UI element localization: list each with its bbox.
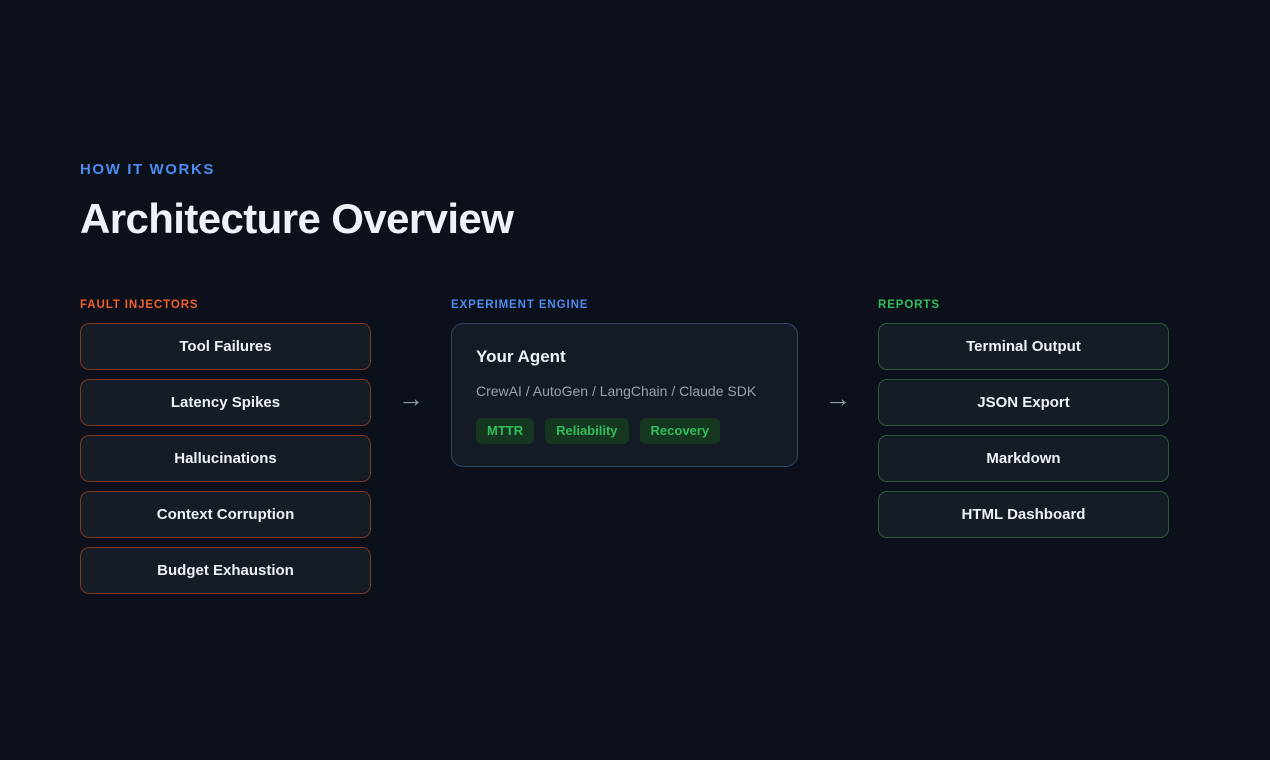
- arrow-engine-to-reports: →: [798, 298, 878, 473]
- fault-card-budget-exhaustion[interactable]: Budget Exhaustion: [80, 547, 371, 594]
- fault-card-label: Hallucinations: [174, 450, 277, 467]
- report-card-label: Markdown: [986, 450, 1061, 467]
- fault-card-label: Budget Exhaustion: [157, 562, 294, 579]
- engine-metric-badges: MTTR Reliability Recovery: [476, 418, 773, 444]
- metric-badge-mttr[interactable]: MTTR: [476, 418, 535, 444]
- report-card-label: HTML Dashboard: [961, 506, 1086, 523]
- fault-card-latency-spikes[interactable]: Latency Spikes: [80, 379, 371, 426]
- arrow-faults-to-engine: →: [371, 298, 451, 473]
- page-title: Architecture Overview: [80, 195, 514, 242]
- fault-card-label: Tool Failures: [179, 338, 272, 355]
- section-eyebrow: HOW IT WORKS: [80, 161, 216, 178]
- fault-card-tool-failures[interactable]: Tool Failures: [80, 323, 371, 370]
- column-label-experiment-engine: EXPERIMENT ENGINE: [451, 299, 589, 311]
- engine-panel-subtitle: CrewAI / AutoGen / LangChain / Claude SD…: [476, 383, 757, 399]
- column-reports: REPORTS Terminal Output JSON Export Mark…: [878, 298, 1169, 538]
- architecture-flow: FAULT INJECTORS Tool Failures Latency Sp…: [80, 298, 1190, 594]
- metric-badge-reliability[interactable]: Reliability: [545, 418, 629, 444]
- report-card-terminal-output[interactable]: Terminal Output: [878, 323, 1169, 370]
- arrow-right-icon: →: [398, 383, 424, 413]
- column-fault-injectors: FAULT INJECTORS Tool Failures Latency Sp…: [80, 298, 371, 594]
- fault-card-label: Latency Spikes: [170, 394, 281, 411]
- report-card-markdown[interactable]: Markdown: [878, 435, 1169, 482]
- column-label-reports: REPORTS: [878, 299, 940, 311]
- fault-card-hallucinations[interactable]: Hallucinations: [80, 435, 371, 482]
- column-label-fault-injectors: FAULT INJECTORS: [80, 299, 199, 311]
- report-card-json-export[interactable]: JSON Export: [878, 379, 1169, 426]
- engine-panel-title: Your Agent: [476, 347, 566, 366]
- page-header: HOW IT WORKS Architecture Overview: [80, 160, 980, 244]
- report-card-html-dashboard[interactable]: HTML Dashboard: [878, 491, 1169, 538]
- metric-badge-recovery[interactable]: Recovery: [639, 418, 721, 444]
- fault-card-context-corruption[interactable]: Context Corruption: [80, 491, 371, 538]
- arrow-right-icon: →: [825, 383, 851, 413]
- report-card-label: Terminal Output: [966, 338, 1081, 355]
- column-experiment-engine: EXPERIMENT ENGINE Your Agent CrewAI / Au…: [451, 298, 798, 467]
- engine-panel[interactable]: Your Agent CrewAI / AutoGen / LangChain …: [451, 323, 798, 467]
- fault-card-label: Context Corruption: [156, 506, 295, 523]
- report-card-label: JSON Export: [977, 394, 1070, 411]
